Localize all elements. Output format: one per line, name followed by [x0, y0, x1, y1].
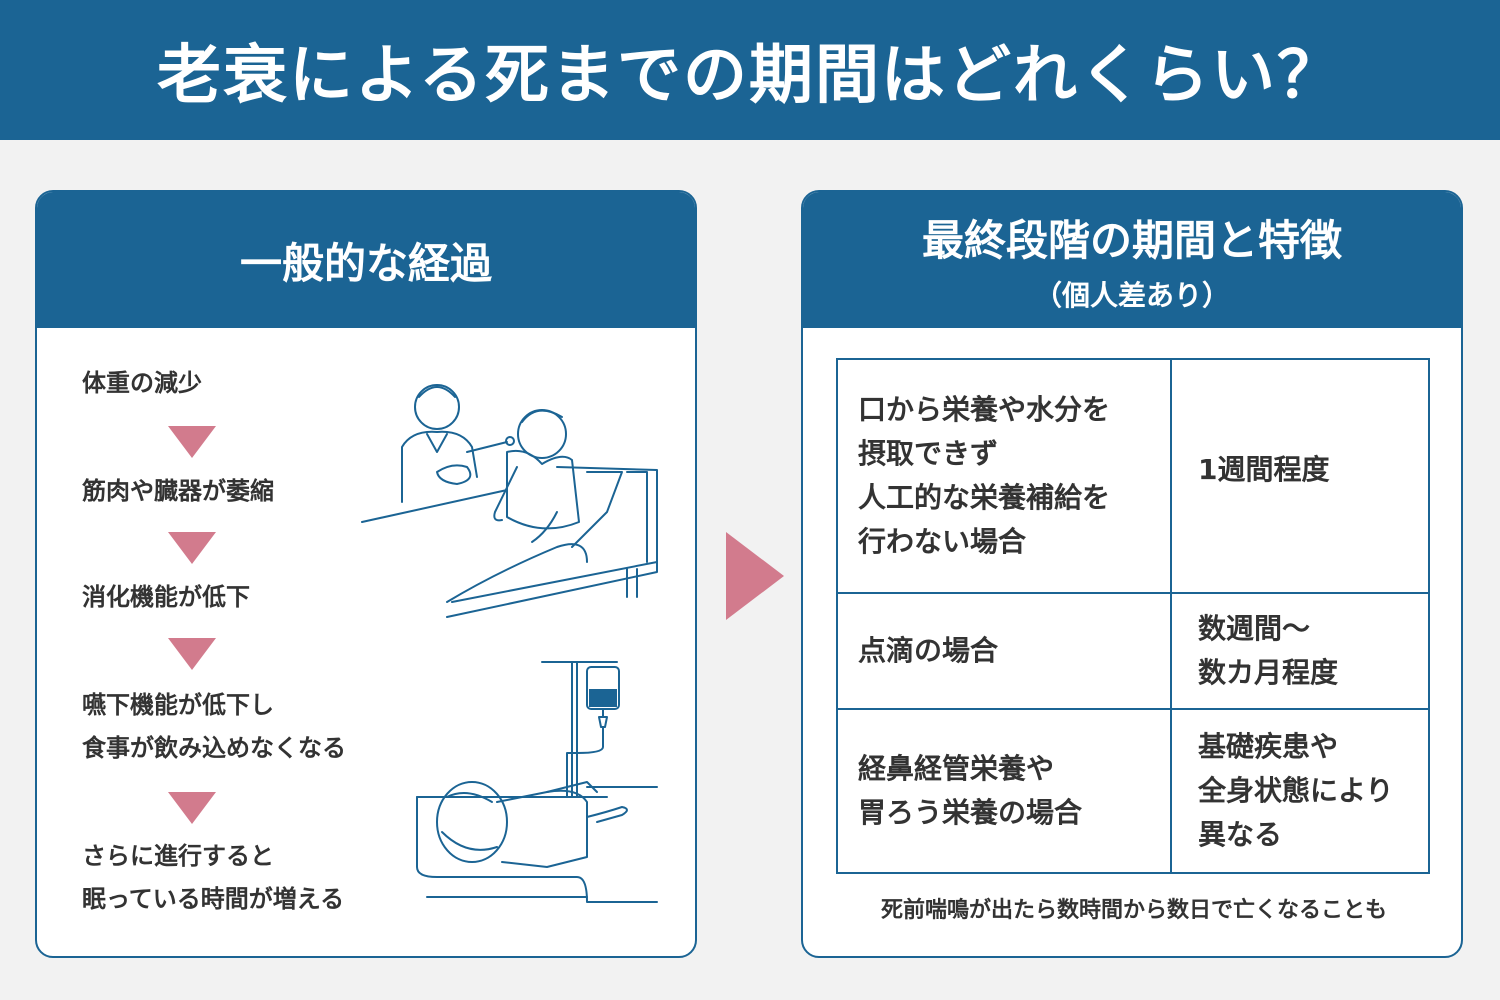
final-stage-panel: 最終段階の期間と特徴 （個人差あり） 口から栄養や水分を 摂取できず 人工的な栄…: [801, 190, 1463, 958]
final-stage-header: 最終段階の期間と特徴 （個人差あり）: [803, 192, 1461, 328]
general-course-heading: 一般的な経過: [239, 238, 492, 288]
step-3: 消化機能が低下: [82, 583, 250, 611]
table-row: 点滴の場合 数週間～ 数カ月程度: [838, 594, 1428, 710]
period-cell: 数週間～ 数カ月程度: [1198, 612, 1339, 689]
step-4: 嚥下機能が低下し 食事が飲み込めなくなる: [82, 691, 346, 762]
condition-cell: 口から栄養や水分を 摂取できず 人工的な栄養補給を 行わない場合: [838, 360, 1172, 592]
triangle-down-icon: [168, 532, 216, 564]
period-cell: 1週間程度: [1198, 453, 1330, 486]
step-5: さらに進行すると 眠っている時間が増える: [82, 842, 345, 913]
title-bar: 老衰による死までの期間はどれくらい？: [0, 0, 1500, 140]
condition-cell: 点滴の場合: [838, 594, 1172, 708]
iv-drip-patient-illustration: [416, 661, 658, 903]
condition-cell: 経鼻経管栄養や 胃ろう栄養の場合: [838, 710, 1172, 872]
final-stage-subheading: （個人差あり）: [1033, 278, 1230, 312]
final-stage-heading: 最終段階の期間と特徴: [921, 215, 1342, 265]
triangle-down-icon: [168, 638, 216, 670]
table-row: 口から栄養や水分を 摂取できず 人工的な栄養補給を 行わない場合 1週間程度: [838, 360, 1428, 594]
step-1: 体重の減少: [82, 369, 202, 397]
triangle-down-icon: [168, 426, 216, 458]
period-table: 口から栄養や水分を 摂取できず 人工的な栄養補給を 行わない場合 1週間程度 点…: [836, 358, 1430, 874]
footnote: 死前喘鳴が出たら数時間から数日で亡くなることも: [880, 898, 1387, 923]
general-course-header: 一般的な経過: [37, 192, 695, 328]
caregiver-feeding-illustration: [361, 384, 658, 618]
triangle-down-icon: [168, 792, 216, 824]
period-cell: 基礎疾患や 全身状態により 異なる: [1198, 730, 1394, 851]
step-2: 筋肉や臓器が萎縮: [82, 477, 274, 505]
table-row: 経鼻経管栄養や 胃ろう栄養の場合 基礎疾患や 全身状態により 異なる: [838, 710, 1428, 872]
general-course-panel: 一般的な経過 体重の減少 筋肉や臓器が萎縮 消化機能が低下 嚥下機能が低下し 食…: [35, 190, 697, 958]
triangle-right-icon: [726, 532, 784, 620]
page-title: 老衰による死までの期間はどれくらい？: [156, 39, 1344, 113]
